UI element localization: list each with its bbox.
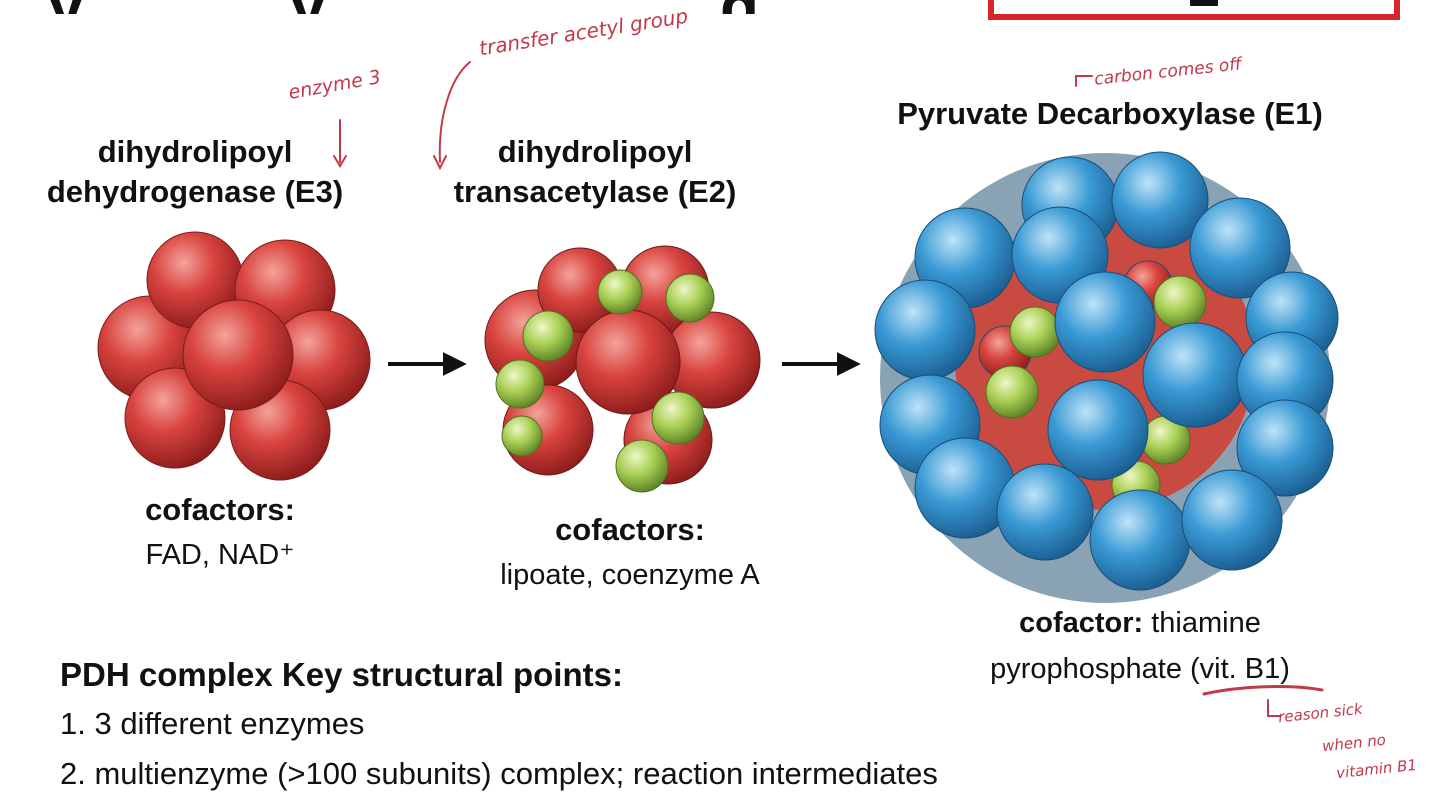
e2-name-line2: transacetylase (E2) <box>453 174 737 209</box>
e1-cofactor-value-line2: pyrophosphate (vit. B1) <box>990 653 1290 685</box>
e1-cofactor-value-line1: thiamine <box>1151 607 1261 639</box>
page-title: y y g <box>0 0 930 14</box>
e1-cofactor: cofactor: thiamine <box>900 604 1380 642</box>
e3-cofactor-value: FAD, NAD⁺ <box>145 539 295 571</box>
vitamin-underline <box>1202 685 1324 696</box>
title-fragment: y <box>48 0 84 14</box>
key-point-item: 2. multienzyme (>100 subunits) complex; … <box>60 756 938 791</box>
e3-cluster <box>97 231 371 481</box>
e3-name-line2: dehydrogenase (E3) <box>46 174 344 209</box>
e3-name-line1: dihydrolipoyl <box>97 134 293 169</box>
annotation-strokes <box>333 61 1324 717</box>
e1-name: Pyruvate Decarboxylase (E1) <box>897 96 1323 131</box>
title-fragment: g <box>720 0 759 14</box>
title-fragment: y <box>290 0 326 14</box>
key-point-item: 1. 3 different enzymes <box>60 706 365 741</box>
e3-cofactor-label: cofactors: <box>145 492 295 527</box>
e2-name: dihydrolipoyl transacetylase (E2) <box>410 132 780 212</box>
e1-cluster <box>874 151 1339 603</box>
title-highlight-box <box>988 0 1400 20</box>
e1-annotation-top-arrow <box>1075 75 1093 87</box>
e3-name: dihydrolipoyl dehydrogenase (E3) <box>0 132 390 212</box>
e2-annotation-arrow <box>438 61 471 163</box>
e2-name-line1: dihydrolipoyl <box>497 134 693 169</box>
title-ink-fragment <box>1190 0 1218 6</box>
e2-cluster <box>484 245 761 493</box>
e1-cofactor-label: cofactor: <box>1019 607 1144 639</box>
e2-cofactor-label: cofactors: <box>555 512 705 547</box>
e2-cofactor-value: lipoate, coenzyme A <box>500 559 760 591</box>
e1-annotation-bottom-arrow <box>1267 699 1281 717</box>
key-points-title: PDH complex Key structural points: <box>60 656 623 693</box>
